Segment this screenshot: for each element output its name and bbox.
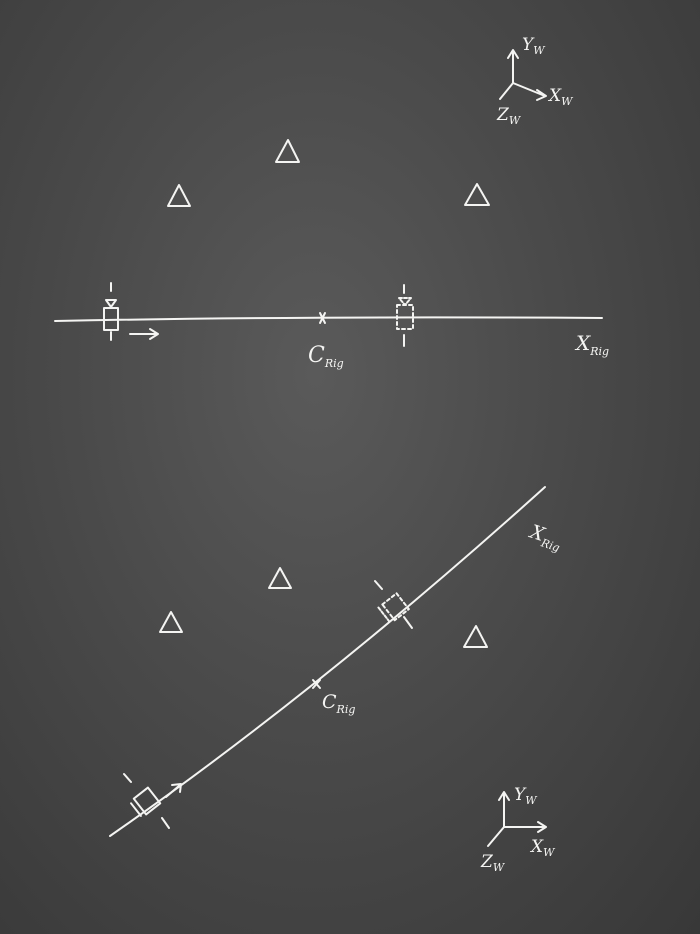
camera-right-dashed <box>396 284 414 347</box>
camera-lower <box>130 786 162 817</box>
x-axis-label: XW <box>529 837 556 859</box>
world-axes-top: YW XW ZW <box>496 35 574 127</box>
camera-upper-dashed <box>377 592 410 625</box>
markers-top <box>167 139 490 207</box>
y-axis-label: YW <box>514 785 538 807</box>
camera-body <box>132 786 162 816</box>
rig-center-label: CRig <box>308 343 344 370</box>
triangle-marker <box>463 625 488 648</box>
y-axis-label: YW <box>522 35 546 57</box>
camera-lens <box>130 802 142 817</box>
camera-lens <box>377 606 392 625</box>
triangle-marker <box>275 139 300 163</box>
world-axes-bottom: YW XW ZW <box>480 785 556 874</box>
y-axis-arrow <box>507 49 519 84</box>
z-axis-label: ZW <box>480 852 506 874</box>
rig-axis-label: XRig <box>574 331 609 358</box>
x-axis-label: XW <box>547 86 574 108</box>
z-axis-line <box>499 82 514 100</box>
camera-axis-dashes <box>123 773 170 829</box>
z-axis-line <box>487 826 505 847</box>
triangle-marker <box>464 183 490 206</box>
camera-lens <box>398 297 412 306</box>
rig-center-label: CRig <box>322 691 355 716</box>
markers-bottom <box>159 567 488 648</box>
y-axis-arrow <box>498 791 510 828</box>
rig-center-mark <box>312 679 321 689</box>
rig-top: CRig XRig <box>54 282 609 370</box>
camera-body <box>381 592 410 622</box>
triangle-marker <box>268 567 292 589</box>
x-axis-arrow <box>512 82 547 101</box>
z-axis-label: ZW <box>496 105 522 127</box>
rig-axis-line <box>54 316 603 322</box>
camera-body <box>103 307 119 331</box>
rig-center-mark <box>319 312 326 324</box>
x-axis-arrow <box>503 821 547 833</box>
camera-lens <box>105 299 117 308</box>
rig-bottom: XRig CRig <box>109 486 565 837</box>
triangle-marker <box>167 184 191 207</box>
camera-left <box>103 282 159 341</box>
camera-axis-dashes <box>374 580 413 629</box>
rig-axis-label: XRig <box>525 520 565 554</box>
motion-arrow <box>129 328 159 340</box>
triangle-marker <box>159 611 183 633</box>
motion-arrow <box>165 783 182 798</box>
